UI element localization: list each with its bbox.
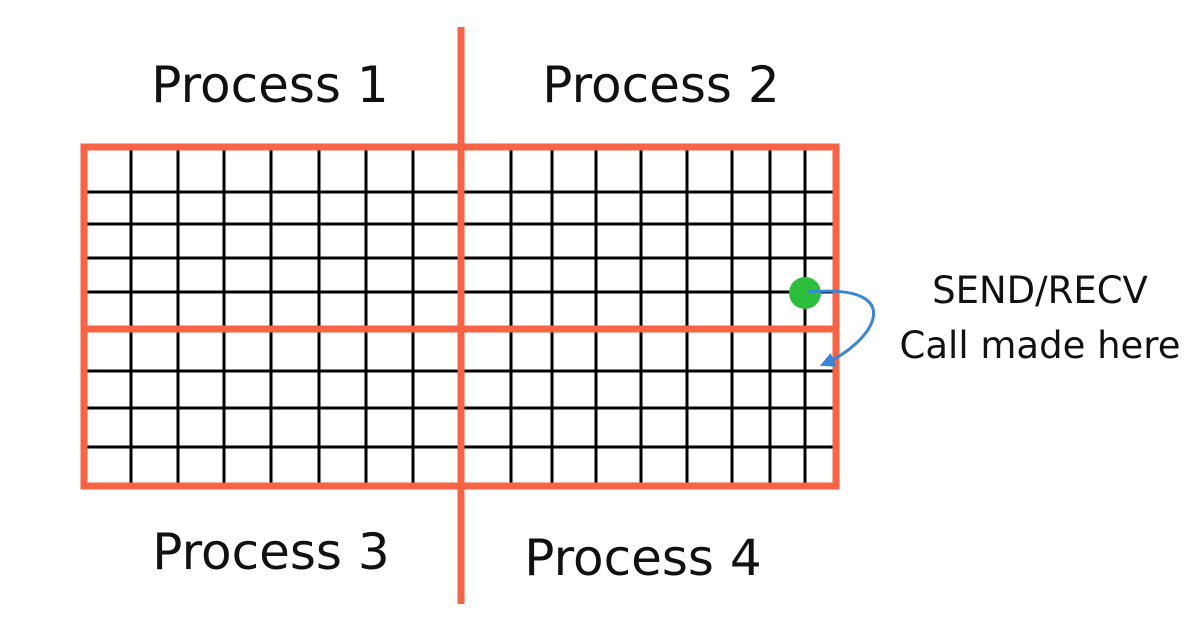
boundary-cell-marker <box>789 277 821 309</box>
process-3-label: Process 3 <box>152 523 389 581</box>
send-recv-arrow <box>807 289 875 367</box>
call-made-label: Call made here <box>900 324 1181 367</box>
process-4-label: Process 4 <box>524 529 761 587</box>
process-2-label: Process 2 <box>542 56 779 114</box>
send-recv-label: SEND/RECV <box>932 269 1148 312</box>
process-1-label: Process 1 <box>151 56 388 114</box>
